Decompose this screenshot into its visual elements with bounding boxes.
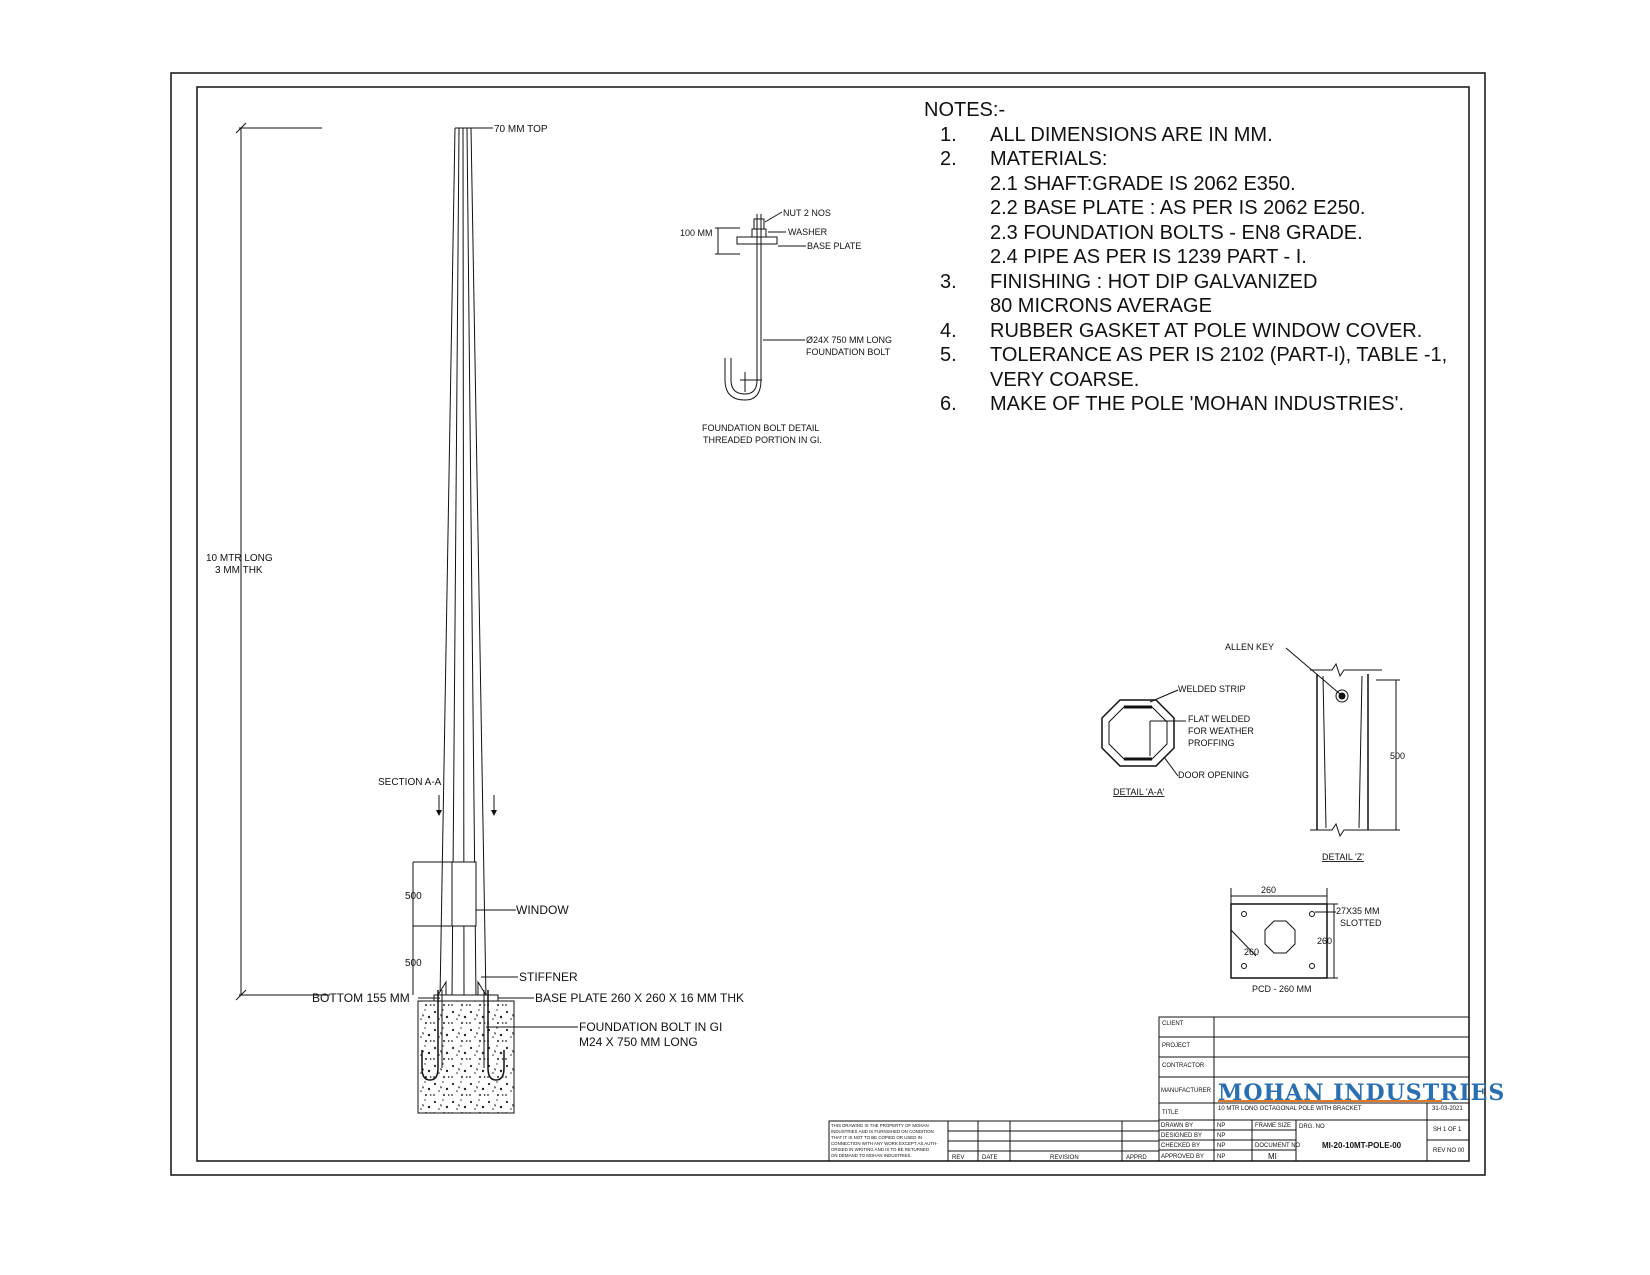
tb-date-value: 31-03-2021 bbox=[1432, 1106, 1463, 1112]
window-dim-b: 500 bbox=[405, 958, 422, 969]
bp-pcd: PCD - 260 MM bbox=[1252, 984, 1312, 994]
bp-slot-2: SLOTTED bbox=[1340, 918, 1382, 928]
tb-initials-2: NP bbox=[1217, 1133, 1225, 1139]
foundation-bolt-detail bbox=[715, 211, 806, 401]
tb-brand-logo: MOHAN INDUSTRIES bbox=[1218, 1080, 1505, 1106]
tb-sheet: SH 1 OF 1 bbox=[1433, 1127, 1462, 1133]
tb-initials-3: NP bbox=[1217, 1143, 1225, 1149]
title-block bbox=[828, 1016, 1470, 1162]
bolt-dim-100: 100 MM bbox=[680, 228, 713, 238]
bolt-nut-label: NUT 2 NOS bbox=[783, 208, 831, 218]
tb-disclaimer-5: ORISED IN WRITING AND IS TO BE RETURNED bbox=[831, 1147, 929, 1152]
aa-welded-strip: WELDED STRIP bbox=[1178, 684, 1246, 694]
bolt-caption-2: THREADED PORTION IN GI. bbox=[703, 435, 822, 445]
tb-disclaimer-6: ON DEMAND TO MOHAN INDUSTRIES. bbox=[831, 1153, 912, 1158]
detail-aa-octagon bbox=[1101, 699, 1175, 767]
detail-z bbox=[1285, 647, 1400, 838]
z-caption: DETAIL 'Z' bbox=[1322, 852, 1364, 862]
foundation-block bbox=[417, 1000, 515, 1114]
tb-title-value: 10 MTR LONG OCTAGONAL POLE WITH BRACKET bbox=[1218, 1106, 1362, 1112]
tb-initials-4: NP bbox=[1217, 1154, 1225, 1160]
note-subitem: VERY COARSE. bbox=[990, 368, 1140, 391]
tb-contractor: CONTRACTOR bbox=[1162, 1063, 1205, 1069]
note-item: 5.TOLERANCE AS PER IS 2102 (PART-I), TAB… bbox=[940, 344, 1448, 366]
window-dim-a: 500 bbox=[405, 891, 422, 902]
note-item: 6.MAKE OF THE POLE 'MOHAN INDUSTRIES'. bbox=[940, 393, 1404, 415]
foundation-label-1: FOUNDATION BOLT IN GI bbox=[579, 1020, 722, 1034]
tb-apprd: APPRD bbox=[1126, 1155, 1147, 1161]
notes-block: NOTES:- 1.ALL DIMENSIONS ARE IN MM. 2.MA… bbox=[924, 98, 1484, 417]
tb-disclaimer-4: CONNECTION WITH ANY WORK EXCEPT AS AUTH- bbox=[831, 1141, 938, 1146]
bottom-label: BOTTOM 155 MM bbox=[312, 991, 410, 1005]
tb-mi: MI bbox=[1268, 1152, 1277, 1161]
aa-flat-2: FOR WEATHER bbox=[1188, 726, 1254, 736]
tb-client: CLIENT bbox=[1162, 1021, 1184, 1027]
bp-slot-1: 27X35 MM bbox=[1336, 906, 1380, 916]
tb-project: PROJECT bbox=[1162, 1043, 1190, 1049]
note-item: 4.RUBBER GASKET AT POLE WINDOW COVER. bbox=[940, 319, 1423, 342]
tb-approved-by: APPROVED BY bbox=[1161, 1154, 1204, 1160]
section-arrows bbox=[436, 795, 497, 816]
outer-border bbox=[170, 72, 1486, 1176]
tb-document-no: DOCUMENT NO bbox=[1255, 1143, 1301, 1149]
base-plate-label: BASE PLATE 260 X 260 X 16 MM THK bbox=[535, 991, 744, 1005]
tb-rev-no: REV NO 00 bbox=[1433, 1148, 1465, 1154]
window-label: WINDOW bbox=[516, 903, 569, 917]
z-allen-key: ALLEN KEY bbox=[1225, 642, 1274, 652]
tb-revision: REVISION bbox=[1050, 1155, 1079, 1161]
foundation-label-2: M24 X 750 MM LONG bbox=[579, 1035, 698, 1049]
tb-brand-underline bbox=[1218, 1100, 1442, 1102]
note-subitem: 80 MICRONS AVERAGE bbox=[990, 295, 1212, 317]
tb-checked-by: CHECKED BY bbox=[1161, 1143, 1200, 1149]
notes-heading: NOTES:- bbox=[924, 99, 1006, 121]
aa-flat-1: FLAT WELDED bbox=[1188, 714, 1251, 724]
tb-initials-1: NP bbox=[1217, 1123, 1225, 1129]
pole-top-label: 70 MM TOP bbox=[494, 124, 548, 135]
bp-dim-top: 260 bbox=[1261, 885, 1276, 895]
tb-frame-size: FRAME SIZE bbox=[1255, 1123, 1291, 1129]
base-plate-detail bbox=[1230, 888, 1338, 979]
note-item: 2.MATERIALS: bbox=[940, 148, 1108, 170]
tb-date: DATE bbox=[982, 1155, 998, 1161]
pole-thickness-label: 3 MM THK bbox=[215, 565, 263, 576]
bolt-caption-1: FOUNDATION BOLT DETAIL bbox=[702, 423, 819, 433]
bolt-size-label: Ø24X 750 MM LONG bbox=[806, 335, 892, 345]
note-item: 1.ALL DIMENSIONS ARE IN MM. bbox=[940, 123, 1273, 146]
tb-designed-by: DESIGNED BY bbox=[1161, 1133, 1202, 1139]
note-subitem: 2.2 BASE PLATE : AS PER IS 2062 E250. bbox=[990, 197, 1366, 219]
tb-drawn-by: DRAWN BY bbox=[1161, 1123, 1193, 1129]
bp-dim-right: 260 bbox=[1317, 936, 1332, 946]
bolt-baseplate-label: BASE PLATE bbox=[807, 241, 861, 251]
bp-dim-diag: 260 bbox=[1244, 947, 1259, 957]
stiffner-label: STIFFNER bbox=[519, 970, 578, 984]
tb-title: TITLE bbox=[1162, 1110, 1178, 1116]
aa-caption: DETAIL 'A-A' bbox=[1113, 787, 1165, 797]
note-subitem: 2.1 SHAFT:GRADE IS 2062 E350. bbox=[990, 172, 1296, 195]
bolt-washer-label: WASHER bbox=[788, 227, 828, 237]
length-dimension bbox=[235, 122, 330, 1001]
bolt-type-label: FOUNDATION BOLT bbox=[806, 347, 891, 357]
note-subitem: 2.4 PIPE AS PER IS 1239 PART - I. bbox=[990, 246, 1307, 268]
note-item: 3.FINISHING : HOT DIP GALVANIZED bbox=[940, 270, 1318, 293]
note-subitem: 2.3 FOUNDATION BOLTS - EN8 GRADE. bbox=[990, 221, 1363, 244]
tb-disclaimer-3: THAT IT IS NOT TO BE COPIED OR USED IN bbox=[831, 1135, 922, 1140]
pole-elevation bbox=[412, 127, 515, 1114]
aa-flat-3: PROFFING bbox=[1188, 738, 1235, 748]
tb-drg-no-value: MI-20-10MT-POLE-00 bbox=[1322, 1141, 1402, 1150]
tb-rev: REV bbox=[952, 1155, 964, 1161]
pole-length-label: 10 MTR LONG bbox=[206, 553, 273, 564]
tb-drg-no: DRG. NO bbox=[1299, 1124, 1325, 1130]
tb-manufacturer: MANUFACTURER bbox=[1161, 1088, 1212, 1094]
tb-disclaimer-2: INDUSTRIES AND IS FURNISHED ON CONDITION bbox=[831, 1129, 934, 1134]
window-frame bbox=[451, 861, 477, 927]
tb-disclaimer-1: THIS DRAWING IS THE PROPERTY OF MOHAN bbox=[831, 1123, 929, 1128]
section-label: SECTION A-A bbox=[378, 777, 442, 788]
z-dim-500: 500 bbox=[1390, 751, 1405, 761]
aa-door-opening: DOOR OPENING bbox=[1178, 770, 1249, 780]
